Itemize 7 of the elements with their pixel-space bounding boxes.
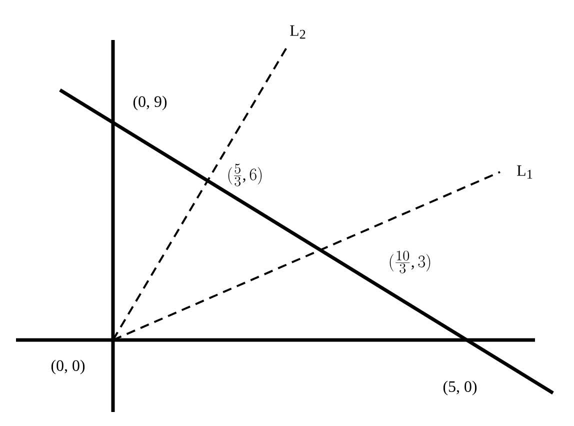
line-label: L$_{1}$ <box>517 165 532 179</box>
point-label: (5, 0) <box>443 380 477 396</box>
point-label: $(\frac{10}{3}, 3)$ <box>390 250 430 274</box>
point-label: (0, 0) <box>51 360 85 374</box>
point-label: $(\frac{5}{3}, 6)$ <box>228 164 262 186</box>
line-label: L$_{2}$ <box>290 25 306 39</box>
point-label: (0, 9) <box>133 96 167 110</box>
